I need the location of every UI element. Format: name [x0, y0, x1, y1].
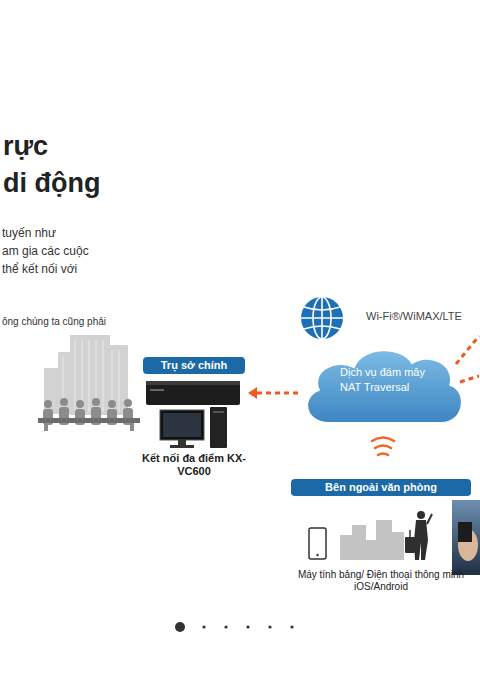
hand-photo — [452, 500, 480, 575]
dashed-link — [456, 336, 479, 382]
page-title: rực di động — [3, 128, 115, 202]
cloud-outline — [307, 350, 462, 423]
wifi-signal — [372, 438, 394, 456]
site-group: Trụ sở chínhKết nối đa điểm KX-VC600 — [140, 354, 248, 481]
pagination-dots — [175, 622, 294, 632]
site-caption: Máy tính bảng/ Điện thoại thông minh iOS… — [288, 569, 474, 593]
cloud-node: Dịch vụ đám mây NAT Traversal — [298, 343, 468, 427]
tablet-icon — [309, 528, 326, 559]
site-caption: Kết nối đa điểm KX-VC600 — [140, 452, 248, 478]
arrow-head — [248, 387, 257, 399]
video-conference-unit — [146, 381, 240, 448]
body-text: tuyến như — [2, 226, 56, 240]
body-text: am gia các cuộc — [2, 244, 89, 258]
body-text: ông chúng ta cũng phải — [2, 316, 106, 327]
body-text: thể kết nối với — [2, 262, 77, 276]
network-label: Wi-Fi®/WiMAX/LTE — [366, 310, 462, 322]
line-spacer — [63, 128, 115, 158]
city-skyline — [340, 520, 404, 560]
site-band: Trụ sở chính — [143, 357, 245, 374]
site-band: Bên ngoài văn phòng — [291, 479, 471, 496]
office-building — [44, 335, 128, 415]
meeting-people — [38, 398, 140, 431]
arrow-shaft — [257, 392, 298, 395]
title-text: rực di động — [3, 131, 100, 198]
site-group: Bên ngoài văn phòngMáy tính bảng/ Điện t… — [288, 476, 474, 596]
cloud-text: Dịch vụ đám mây NAT Traversal — [340, 365, 440, 395]
traveller — [405, 511, 432, 560]
dashed-arrow — [248, 387, 298, 399]
globe-icon — [301, 297, 343, 339]
